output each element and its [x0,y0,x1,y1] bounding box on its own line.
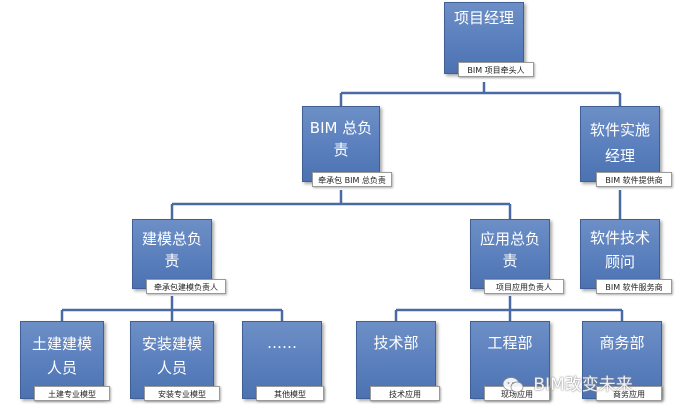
connector-application-children [394,308,624,321]
node-software-impl: 软件实施经理 [580,106,660,182]
node-title: …… [267,334,297,352]
node-sub-label: 牵承包建模负责人 [146,279,226,294]
node-sub-label: 安装专业模型 [144,386,220,401]
connector-modeling-children [60,308,284,321]
node-sub-label: BIM 软件服务商 [596,279,672,294]
node-title: 软件技术顾问 [589,229,650,271]
watermark: BIM改变未来 [502,372,682,398]
node-sub-label: 牵承包 BIM 总负责 [312,172,392,187]
node-sub-label: BIM 软件提供商 [596,172,672,187]
node-title: 技术部 [373,334,419,352]
node-title: 土建建模人员 [31,335,92,377]
node-title: 安装建模人员 [141,335,202,377]
node-title: 应用总负责 [479,230,540,270]
node-title: 商务部 [599,334,645,352]
connector-level2 [170,202,512,219]
node-sub-label: 商务应用 [596,386,662,401]
node-title: 工程部 [487,334,533,352]
node-title: 项目经理 [453,9,514,27]
node-bim-lead: BIM 总负责 [302,106,380,182]
node-modeling-lead: 建模总负责 [132,219,212,289]
node-sub-label: 项目应用负责人 [484,279,564,294]
node-title: 软件实施经理 [589,121,650,165]
node-title: 建模总负责 [141,230,202,270]
node-sub-label: 土建专业模型 [34,386,110,401]
node-application-lead: 应用总负责 [470,219,550,289]
node-title: BIM 总负责 [309,119,373,159]
node-sub-label: 其他模型 [256,386,324,401]
node-sub-label: 技术应用 [370,386,440,401]
watermark-text: BIM改变未来 [533,375,633,395]
connector-level1 [339,91,622,106]
wechat-icon [502,377,524,393]
node-sub-label: BIM 项目牵头人 [458,62,534,77]
